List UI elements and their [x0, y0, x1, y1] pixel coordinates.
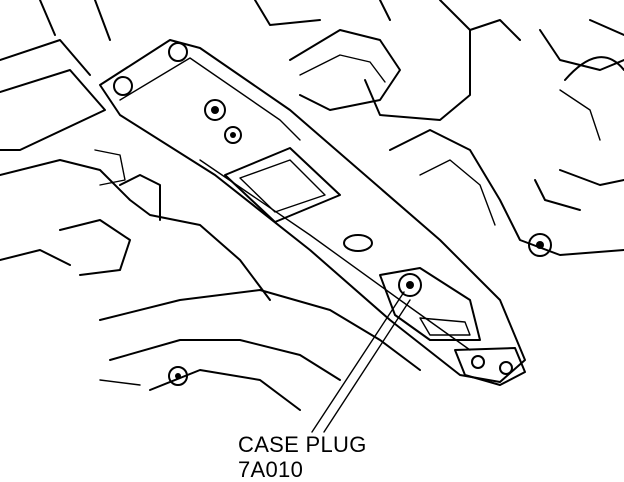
- right-bolt: [528, 233, 552, 257]
- case-plug-label: CASE PLUG: [238, 432, 367, 457]
- case-plug-bolt-icon: [398, 273, 422, 297]
- part-number-label: 7A010: [238, 457, 304, 482]
- frame-rail-left: [0, 69, 106, 151]
- oval-slot: [343, 234, 373, 252]
- mount-hole-4: [224, 126, 242, 144]
- crossmember-opening: [224, 147, 341, 223]
- mount-hole-3: [204, 99, 226, 121]
- mount-hole-2: [113, 76, 133, 96]
- leader-line: [311, 291, 405, 433]
- crossmember: [99, 39, 526, 383]
- callout-label: CASE PLUG 7A010: [238, 432, 367, 482]
- mount-hole-1: [168, 42, 188, 62]
